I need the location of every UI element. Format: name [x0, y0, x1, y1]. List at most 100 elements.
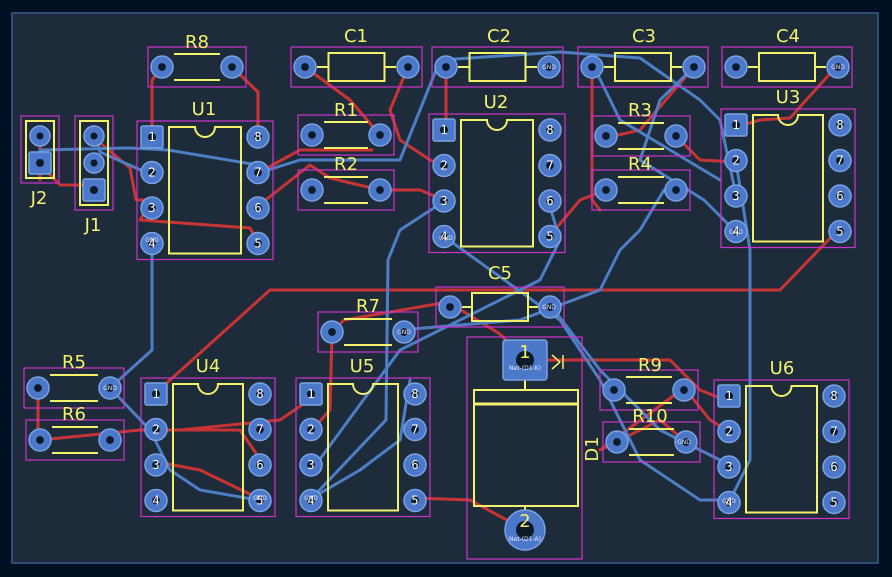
- d1-net-k: Net-(D1-K): [509, 365, 541, 372]
- footprint-c3[interactable]: C3: [577, 26, 709, 88]
- silk-outline-u1: [168, 126, 242, 255]
- pad-r4-1-drill: [602, 186, 610, 194]
- ref-label-j1: J1: [84, 215, 102, 236]
- courtyard-r9: [599, 369, 699, 411]
- ref-label-c4: C4: [776, 26, 800, 47]
- pad-u2-3-drill: [440, 197, 448, 205]
- pad-r9-2-drill: [680, 386, 688, 394]
- pad-u2-2-drill: [440, 161, 448, 170]
- pin-number: 5: [830, 496, 837, 510]
- courtyard-r6: [25, 419, 125, 461]
- pad-r9-1-drill: [610, 386, 618, 394]
- pin-number: 2: [725, 425, 732, 439]
- pin-number: 6: [830, 460, 837, 474]
- pin-number: 1: [732, 118, 739, 132]
- pad-u1-8-drill: [254, 133, 262, 141]
- ref-label-u3: U3: [776, 87, 801, 108]
- footprint-r2[interactable]: R2: [297, 154, 395, 211]
- pad-u5-5-drill: [411, 496, 419, 505]
- pad-u4-7-drill: [256, 425, 264, 434]
- footprint-c2[interactable]: C2: [431, 26, 564, 88]
- silk-outline-u4: [172, 383, 244, 512]
- footprint-c4[interactable]: C4: [721, 26, 853, 88]
- courtyard-d1: [466, 336, 583, 560]
- pad-c2-1-drill: [442, 63, 450, 71]
- pad-r3-2-drill: [672, 132, 680, 140]
- footprint-r8[interactable]: R8: [147, 32, 247, 88]
- d1-net-a: Net-(D1-A): [509, 536, 541, 543]
- pad-u4-4-drill: [152, 496, 160, 505]
- ref-label-j2: J2: [30, 188, 48, 209]
- footprint-r1[interactable]: R1: [297, 100, 395, 156]
- ref-label-r9: R9: [638, 355, 662, 376]
- footprint-j2[interactable]: J2: [20, 115, 60, 209]
- pad-j1-1-drill: [90, 132, 98, 140]
- footprint-c1[interactable]: C1: [290, 26, 423, 88]
- pad-u1-5-drill: [254, 239, 262, 248]
- pad-r2-1-drill: [308, 186, 316, 194]
- pad-r10-2-drill: [682, 438, 690, 446]
- courtyard-r8: [147, 46, 247, 88]
- footprint-r6[interactable]: R6: [25, 404, 125, 461]
- footprint-c5[interactable]: C5: [435, 263, 565, 328]
- pad-c4-2-drill: [834, 63, 842, 71]
- silk-outline-u5: [327, 383, 399, 512]
- pad-u3-6-drill: [836, 192, 844, 200]
- pin-number: 7: [836, 154, 843, 168]
- silk-outline-u6: [745, 385, 818, 514]
- pin-number: 3: [148, 201, 155, 215]
- ref-label-r10: R10: [632, 406, 667, 427]
- pad-c4-1-drill: [732, 63, 740, 71]
- pad-u1-4-drill: [148, 239, 156, 248]
- pad-u3-5-drill: [836, 227, 844, 236]
- pad-net-gnd: GND: [439, 235, 453, 242]
- pin-number: 6: [256, 458, 263, 472]
- footprint-r7[interactable]: R7: [317, 296, 419, 353]
- pad-u5-6-drill: [411, 461, 419, 469]
- pin-number: 8: [546, 123, 553, 137]
- pin-number: 4: [725, 496, 732, 510]
- pin-number: 5: [256, 494, 263, 508]
- silk-outline-j2: [25, 120, 55, 179]
- pad-u6-2-drill: [725, 427, 733, 436]
- footprint-r10[interactable]: R10: [602, 406, 701, 463]
- pin-number: 5: [254, 237, 261, 251]
- courtyard-r10: [602, 421, 701, 463]
- footprint-j1[interactable]: J1: [74, 115, 114, 236]
- pad-r2-2-drill: [376, 186, 384, 194]
- pad-r6-2-drill: [106, 436, 114, 444]
- pad-net-gnd: GND: [304, 495, 318, 502]
- pin-number: 6: [254, 201, 261, 215]
- ref-label-c3: C3: [632, 26, 656, 47]
- footprint-r4[interactable]: R4: [591, 154, 691, 211]
- footprint-r9[interactable]: R9: [599, 355, 699, 411]
- pin-number: 1: [440, 123, 447, 137]
- pad-c1-2-drill: [404, 63, 412, 71]
- pin-number: 2: [148, 166, 155, 180]
- pad-u6-6-drill: [830, 463, 838, 471]
- ref-label-c2: C2: [487, 26, 511, 47]
- pad-j2-1-drill: [36, 132, 44, 140]
- pin-number: 5: [546, 230, 553, 244]
- courtyard-r3: [591, 115, 691, 157]
- pad-u2-4-drill: [440, 232, 448, 241]
- footprint-r3[interactable]: R3: [591, 100, 691, 157]
- pin-number: 3: [440, 194, 447, 208]
- pin-number: 7: [546, 159, 553, 173]
- pad-u2-8-drill: [546, 126, 554, 134]
- pad-u2-5-drill: [546, 232, 554, 241]
- footprint-r5[interactable]: R5: [23, 352, 125, 409]
- pin-number: 5: [411, 494, 418, 508]
- pad-u6-1-drill: [725, 392, 733, 400]
- pad-u1-2-drill: [148, 168, 156, 177]
- pad-c3-2-drill: [690, 63, 698, 71]
- pad-u2-6-drill: [546, 197, 554, 205]
